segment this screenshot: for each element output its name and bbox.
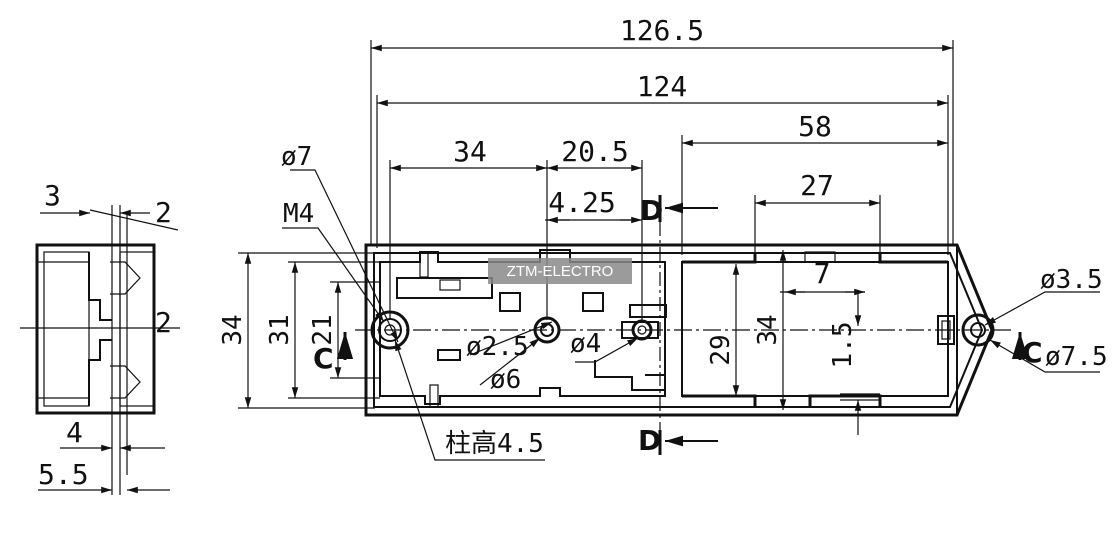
- watermark-box: [488, 258, 632, 284]
- dim-27: 27: [800, 169, 834, 202]
- label-post-height: 柱高4.5: [445, 429, 544, 459]
- dim-34-top: 34: [453, 135, 487, 168]
- dim-34-right: 34: [753, 314, 783, 345]
- side-view: 3 2 2 4 5.5: [20, 179, 180, 495]
- side-view-body: [35, 243, 156, 415]
- dim-side-4: 4: [66, 416, 83, 449]
- section-c-right: C: [1022, 336, 1043, 369]
- dim-34-left: 34: [218, 314, 248, 345]
- label-d7-5: ø7.5: [1045, 342, 1108, 372]
- label-d4: ø4: [570, 329, 601, 359]
- label-d6: ø6: [490, 365, 521, 395]
- dim-31: 31: [265, 314, 295, 345]
- section-c-left: C: [313, 342, 334, 375]
- front-view: ZTM-ELECTRO 126.5 124 58 34 20.5 27 4.25…: [218, 14, 1108, 461]
- dim-21: 21: [308, 314, 338, 345]
- d4-post: [631, 319, 653, 341]
- dim-side-3: 3: [44, 179, 61, 212]
- dim-side-5-5: 5.5: [38, 458, 89, 491]
- section-d-bottom: D: [638, 424, 661, 457]
- dim-4-25: 4.25: [548, 186, 615, 219]
- section-d-top: D: [640, 194, 663, 227]
- dim-58: 58: [798, 110, 832, 143]
- dim-124: 124: [637, 70, 688, 103]
- dim-20-5: 20.5: [561, 135, 628, 168]
- watermark-text: ZTM-ELECTRO: [507, 263, 614, 280]
- label-m4: M4: [283, 199, 314, 229]
- relay-body-outline: [364, 243, 994, 417]
- dim-1-5: 1.5: [828, 322, 858, 369]
- label-d7: ø7: [281, 142, 312, 172]
- dim-126-5: 126.5: [620, 14, 704, 47]
- label-d2-5: ø2.5: [466, 332, 529, 362]
- dim-7: 7: [814, 257, 831, 290]
- dim-side-2-top: 2: [155, 196, 172, 229]
- d7-5-mount-hole: [961, 313, 995, 347]
- m4-mount-hole: [370, 310, 410, 350]
- d6-post: [533, 316, 561, 344]
- dim-29: 29: [706, 334, 736, 365]
- label-d3-5: ø3.5: [1040, 265, 1103, 295]
- dim-side-2-mid: 2: [155, 306, 172, 339]
